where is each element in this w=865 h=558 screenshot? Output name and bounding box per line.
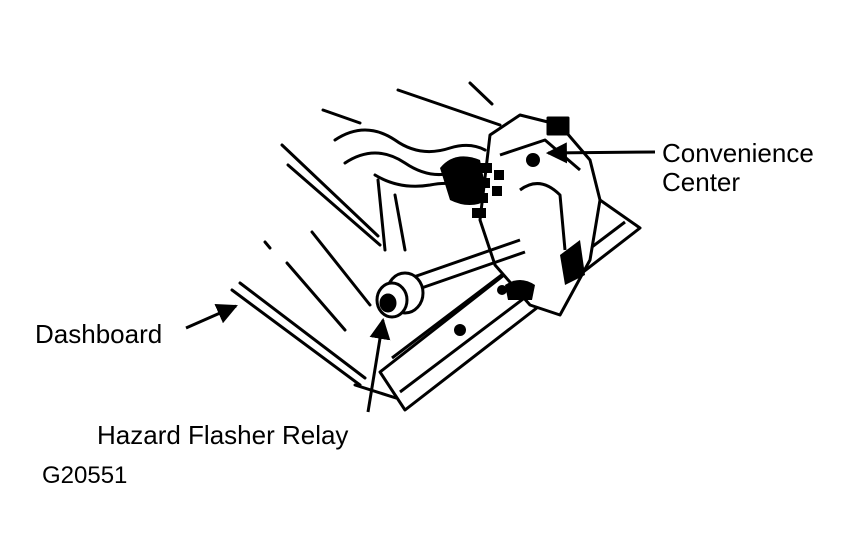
figure-id: G20551 [42, 462, 128, 489]
leader-arrows [185, 142, 656, 413]
arrow-convenience-center [545, 142, 656, 164]
label-dashboard: Dashboard [35, 319, 163, 349]
relay-shaft [404, 238, 526, 294]
dashboard-outline [230, 143, 398, 400]
relay-rack [472, 163, 504, 218]
harness-connector [440, 156, 488, 205]
arrow-dashboard [185, 304, 238, 330]
bracket-clips [454, 153, 585, 336]
hazard-flasher-relay [375, 271, 425, 319]
label-convenience-center-line1: Convenience [662, 138, 814, 168]
label-hazard-flasher-relay: Hazard Flasher Relay [97, 420, 349, 450]
label-convenience-center-line2: Center [662, 167, 741, 197]
arrow-hazard-flasher-relay [366, 317, 391, 413]
wiring-harness [321, 81, 502, 252]
